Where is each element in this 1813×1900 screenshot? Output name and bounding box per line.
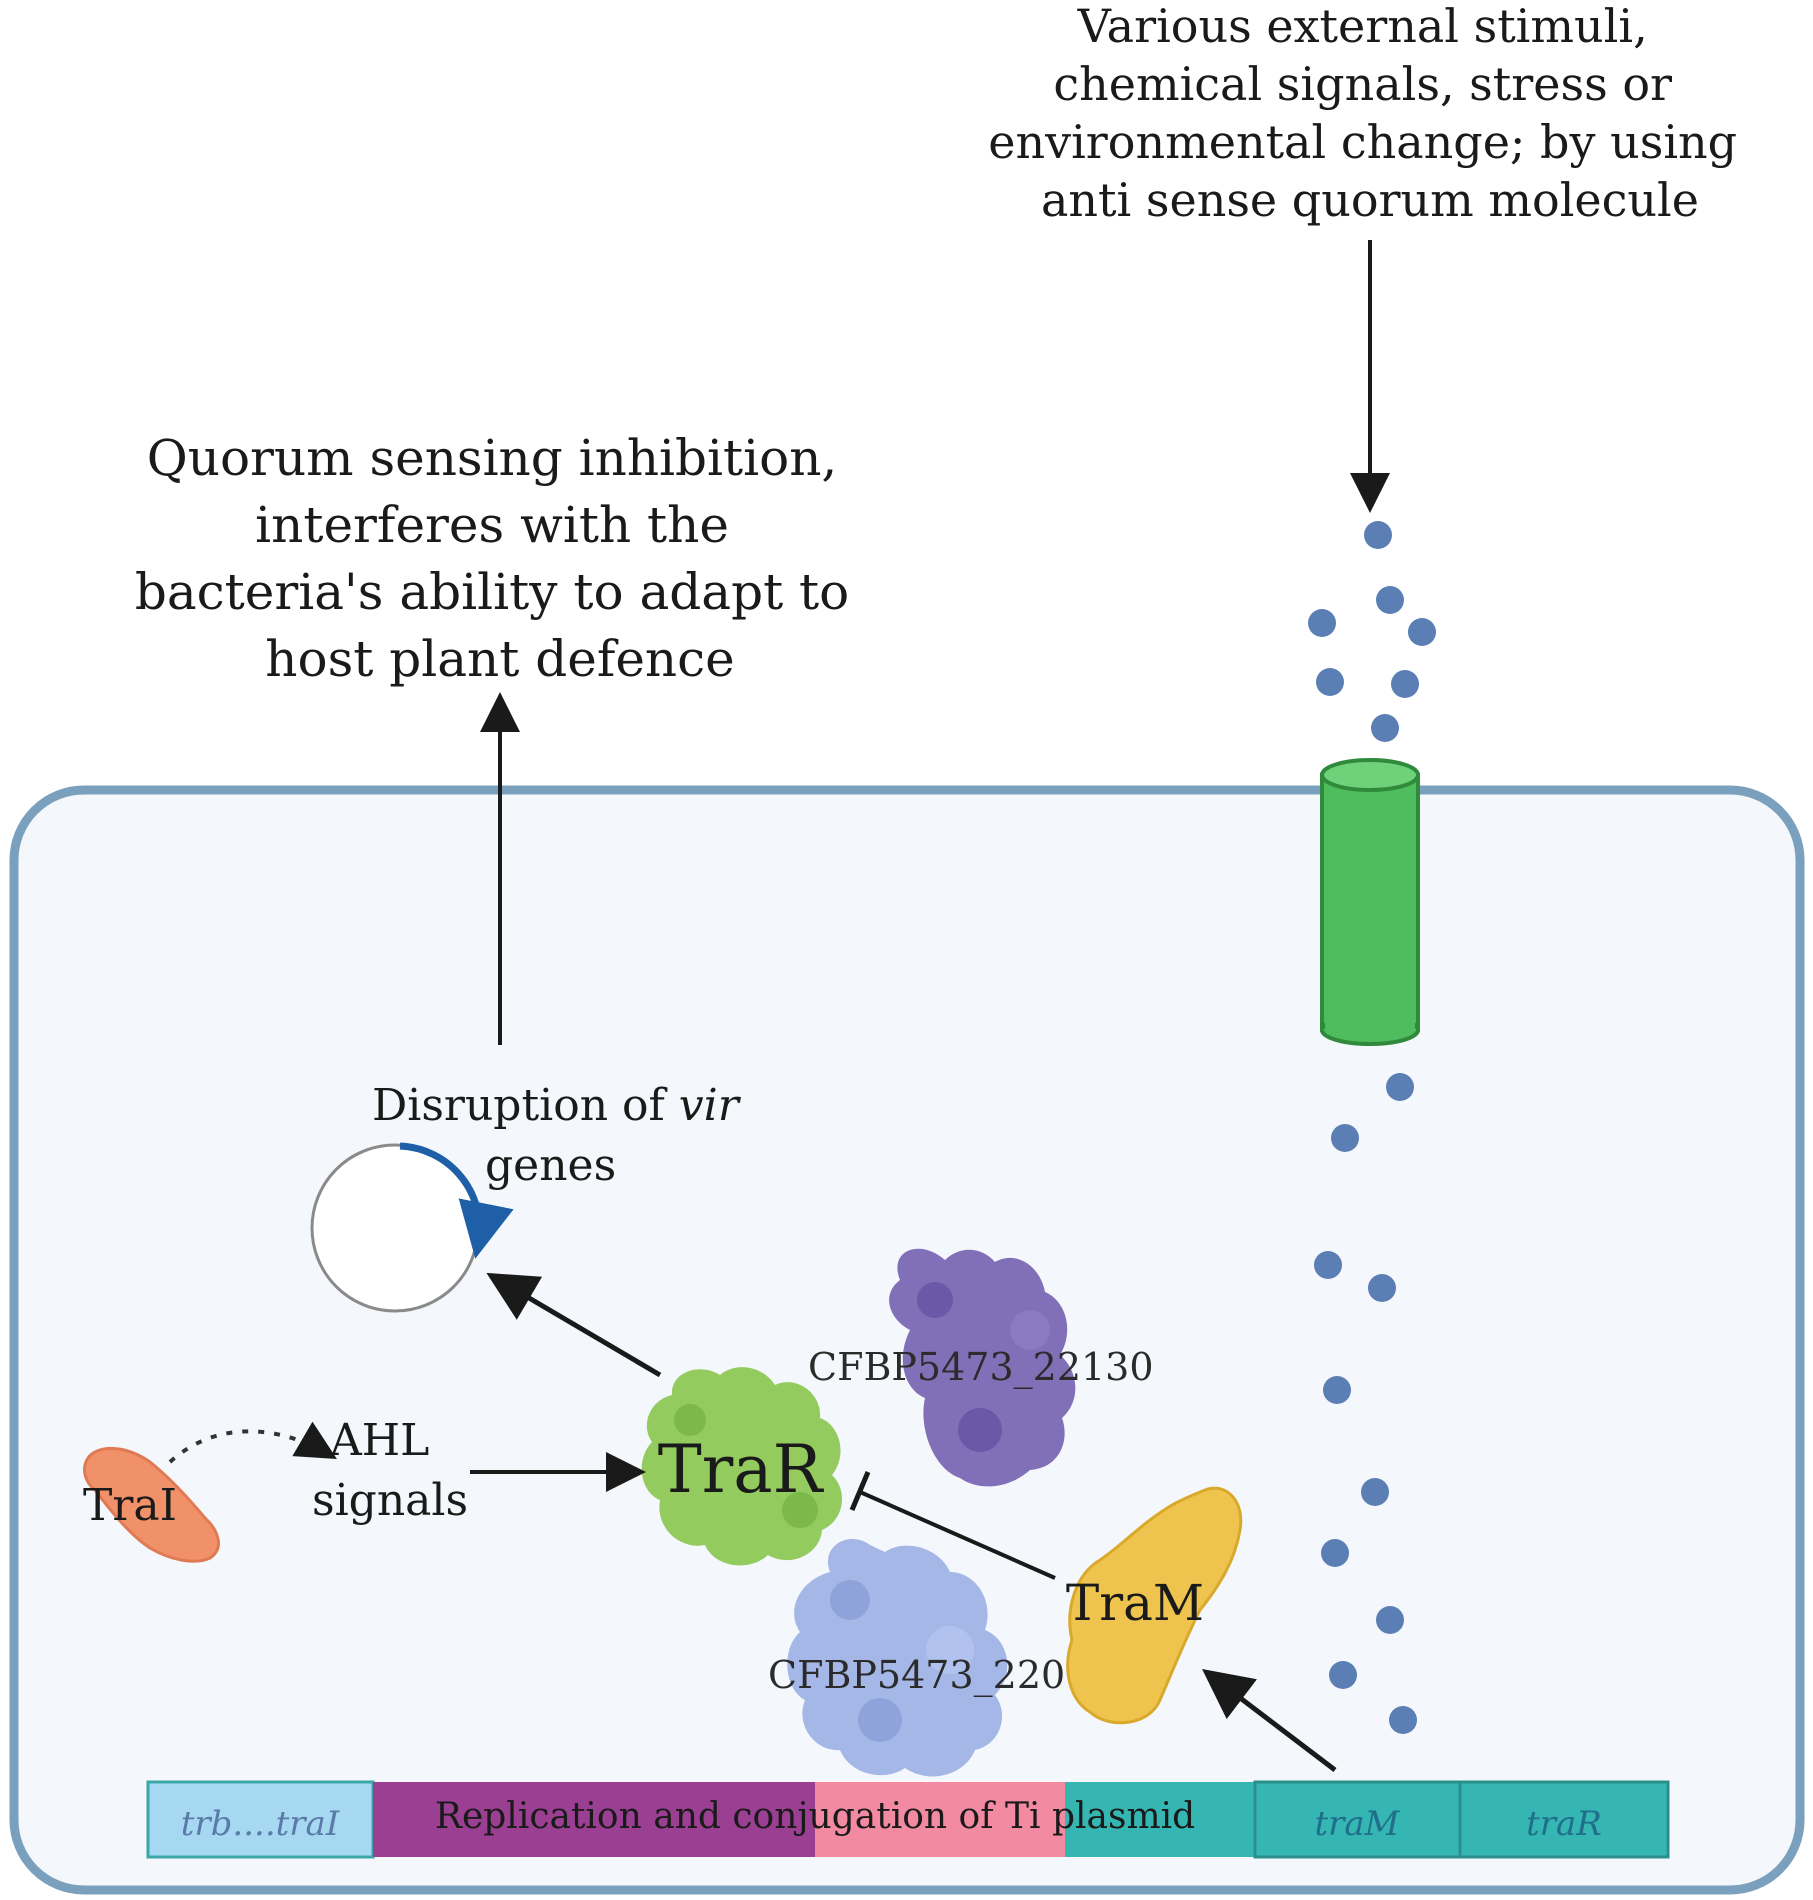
- ahl-signals-label: AHL signals: [312, 1415, 468, 1526]
- segment-replication-label: Replication and conjugation of Ti plasmi…: [435, 1796, 1195, 1837]
- signal-molecule: [1331, 1124, 1359, 1152]
- membrane-channel: [1320, 758, 1420, 1046]
- signal-molecule: [1321, 1539, 1349, 1567]
- signal-molecule: [1361, 1478, 1389, 1506]
- signal-molecule: [1323, 1376, 1351, 1404]
- trai-label: TraI: [83, 1480, 177, 1531]
- segment-tram-label: traM: [1315, 1804, 1401, 1844]
- segment-replication-teal: [1065, 1782, 1255, 1857]
- trar-label: TraR: [658, 1431, 825, 1508]
- signal-molecule: [1391, 670, 1419, 698]
- cfbp5473-22130-protein: [889, 1248, 1076, 1487]
- trar-protein: [641, 1367, 843, 1566]
- cfbp5473-22070-label: CFBP5473_22070: [768, 1653, 1114, 1698]
- tram-label: TraM: [1066, 1574, 1204, 1632]
- signal-molecule: [1408, 618, 1436, 646]
- trai-to-ahl-dotted: [168, 1421, 337, 1464]
- vir-genes-segment: [399, 1142, 514, 1259]
- disruption-label: Disruption of vir genes: [372, 1080, 753, 1191]
- signal-molecule: [1376, 586, 1404, 614]
- signal-molecule: [1371, 714, 1399, 742]
- signal-molecule: [1368, 1274, 1396, 1302]
- trai-protein: [83, 1446, 220, 1563]
- signal-molecule: [1386, 1073, 1414, 1101]
- segment-trb-trai-label: trb....traI: [181, 1804, 340, 1844]
- segment-trar: [1458, 1780, 1670, 1859]
- segment-trar-label: traR: [1526, 1804, 1602, 1844]
- segment-tram: [1253, 1780, 1462, 1859]
- inhibition-bar: [849, 1471, 871, 1511]
- tram-inhibits-trar-line: [859, 1490, 1056, 1580]
- ti-plasmid-gene-bar: [146, 1780, 1670, 1859]
- tram-gene-arrow: [1202, 1668, 1337, 1772]
- cfbp5473-22130-label: CFBP5473_22130: [808, 1345, 1154, 1390]
- signal-molecule: [1329, 1661, 1357, 1689]
- external-stimuli-caption: Various external stimuli, chemical signa…: [988, 0, 1752, 227]
- signal-molecule: [1308, 609, 1336, 637]
- signal-molecules: [1308, 521, 1436, 1734]
- signal-molecule: [1389, 1706, 1417, 1734]
- trar-to-plasmid-arrow: [486, 1272, 662, 1378]
- signal-molecule: [1376, 1606, 1404, 1634]
- segment-replication-pink: [815, 1782, 1065, 1857]
- signal-molecule: [1364, 521, 1392, 549]
- segment-replication-purple: [373, 1782, 815, 1857]
- signal-molecule: [1314, 1251, 1342, 1279]
- signal-molecule: [1316, 668, 1344, 696]
- cfbp5473-22070-protein: [787, 1539, 1008, 1777]
- qs-inhibition-caption: Quorum sensing inhibition, interferes wi…: [135, 429, 865, 688]
- segment-trb-trai: [146, 1780, 375, 1859]
- tram-protein: [1066, 1486, 1243, 1725]
